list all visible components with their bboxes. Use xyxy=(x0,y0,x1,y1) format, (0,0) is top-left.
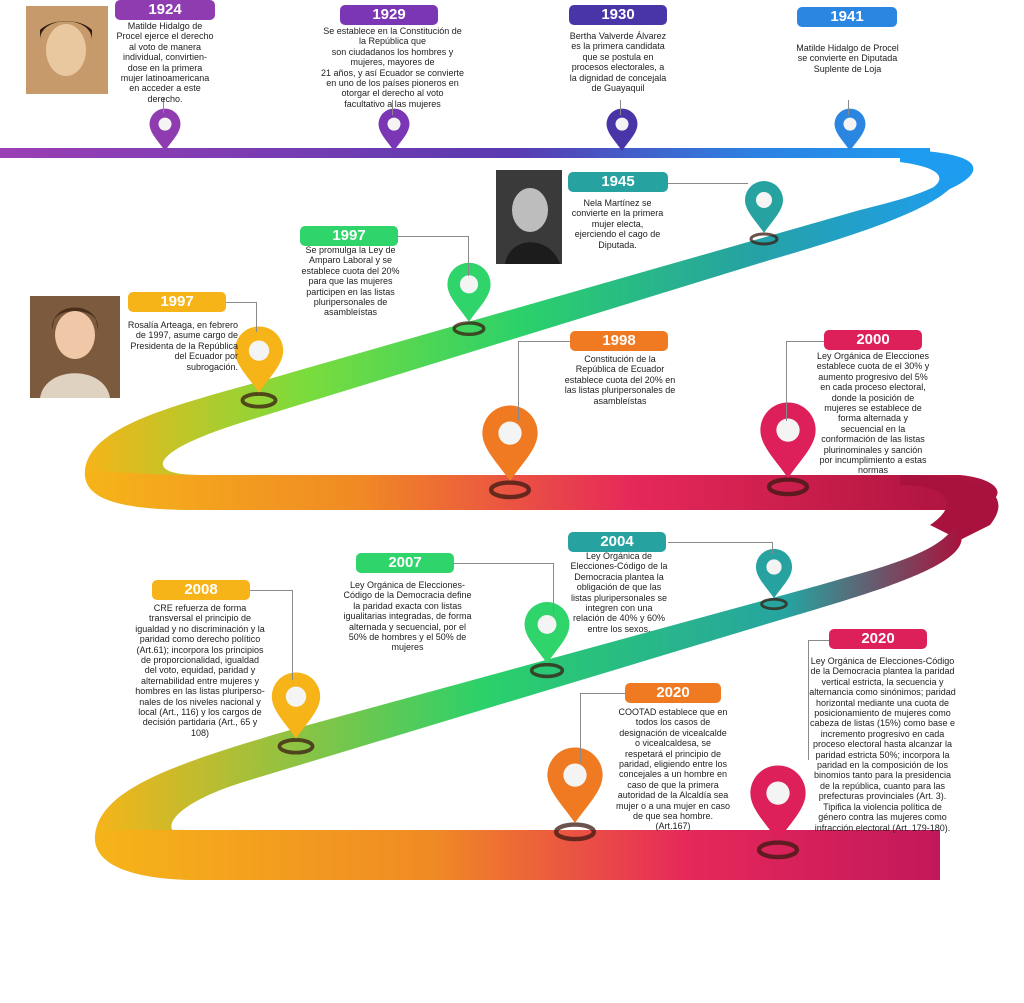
photo-nela-icon xyxy=(496,170,562,264)
event-description: Nela Martínez se convierte en la primera… xyxy=(571,198,664,250)
year-label: 1998 xyxy=(570,331,668,351)
leader-line xyxy=(553,563,554,613)
year-label: 1997 xyxy=(300,226,398,246)
event-description: Ley Orgánica de Elecciones-Código de la … xyxy=(809,656,956,833)
leader-line xyxy=(668,183,748,184)
year-label: 1930 xyxy=(569,5,667,25)
map-pin-icon xyxy=(482,405,538,500)
leader-line xyxy=(848,100,849,115)
map-pin-icon xyxy=(378,108,410,152)
leader-line xyxy=(620,100,621,115)
event-description: Constitución de la República de Ecuador … xyxy=(564,354,676,406)
photo-rosalia-icon xyxy=(30,296,120,398)
map-pin-icon xyxy=(606,108,638,152)
year-label: 1941 xyxy=(797,7,897,27)
year-label: 2020 xyxy=(829,629,927,649)
map-pin-icon xyxy=(760,402,816,497)
leader-line xyxy=(250,590,292,591)
year-label: 2008 xyxy=(152,580,250,600)
leader-line xyxy=(292,590,293,680)
year-label: 1945 xyxy=(568,172,668,192)
event-description: Ley Orgánica de Elecciones-Código de la … xyxy=(570,551,668,634)
event-description: Rosalía Arteaga, en febrero de 1997, asu… xyxy=(127,320,238,372)
event-description: Ley Orgánica de Elecciones establece cuo… xyxy=(816,351,930,476)
leader-line xyxy=(454,563,554,564)
map-pin-icon xyxy=(234,326,284,409)
event-description: Bertha Valverde Álvarez es la primera ca… xyxy=(569,31,667,94)
event-description: Se establece en la Constitución de la Re… xyxy=(320,26,465,109)
leader-line xyxy=(226,302,256,303)
leader-line xyxy=(518,341,519,421)
event-description: Se promulga la Ley de Amparo Laboral y s… xyxy=(301,245,400,318)
event-description: Matilde Hidalgo de Procel ejerce el dere… xyxy=(116,21,214,104)
event-description: Matilde Hidalgo de Procel se convierte e… xyxy=(796,43,899,74)
leader-line xyxy=(808,640,809,760)
leader-line xyxy=(398,236,468,237)
leader-line xyxy=(786,341,787,421)
leader-line xyxy=(580,693,626,694)
event-description: Ley Orgánica de Elecciones- Código de la… xyxy=(343,580,472,653)
map-pin-icon xyxy=(447,262,491,337)
year-label: 2004 xyxy=(568,532,666,552)
map-pin-icon xyxy=(271,672,321,755)
year-label: 1929 xyxy=(340,5,438,25)
leader-line xyxy=(580,693,581,763)
map-pin-icon xyxy=(547,747,603,842)
year-label: 2000 xyxy=(824,330,922,350)
leader-line xyxy=(808,640,830,641)
leader-line xyxy=(772,542,773,554)
leader-line xyxy=(256,302,257,332)
photo-matilde-icon xyxy=(26,6,108,94)
leader-line xyxy=(468,236,469,276)
leader-line xyxy=(163,98,164,113)
year-label: 2020 xyxy=(625,683,721,703)
map-pin-icon xyxy=(750,765,806,860)
year-label: 1997 xyxy=(128,292,226,312)
map-pin-icon xyxy=(755,549,793,611)
event-description: CRE refuerza de forma transversal el pri… xyxy=(135,603,265,738)
leader-line xyxy=(668,542,772,543)
leader-line xyxy=(392,100,393,115)
leader-line xyxy=(786,341,824,342)
leader-line xyxy=(518,341,570,342)
map-pin-icon xyxy=(834,108,866,152)
year-label: 2007 xyxy=(356,553,454,573)
map-pin-icon xyxy=(524,601,570,679)
year-label: 1924 xyxy=(115,0,215,20)
event-description: COOTAD establece que en todos los casos … xyxy=(615,707,731,832)
map-pin-icon xyxy=(149,108,181,152)
map-pin-icon xyxy=(745,181,783,246)
